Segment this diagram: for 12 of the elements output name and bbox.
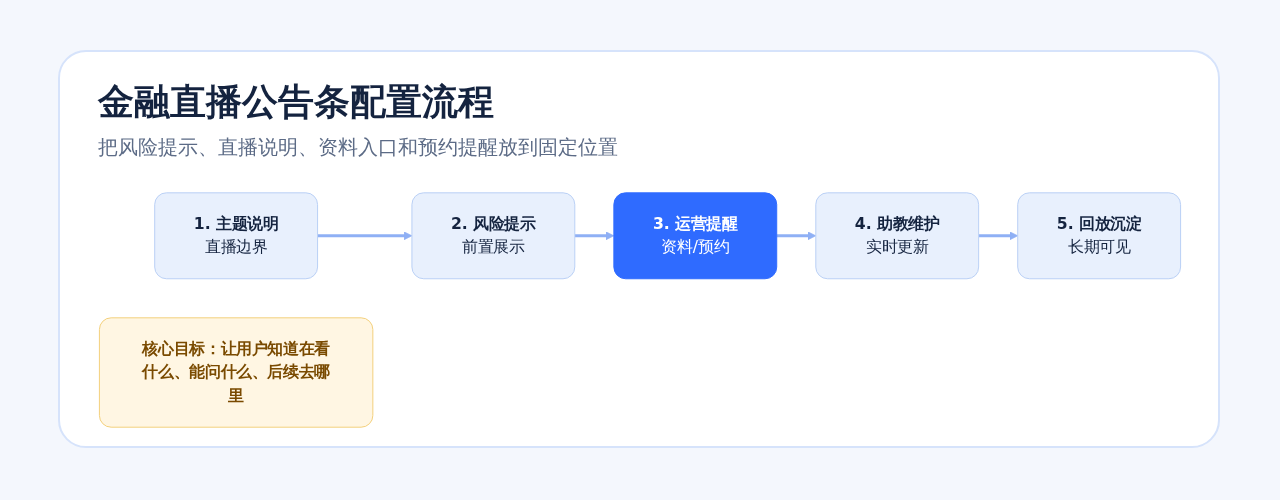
node-box: 1. 主题说明 直播边界 [154,192,319,280]
arrow [978,231,1019,241]
arrow [317,231,413,241]
node-box: 3. 运营提醒 资料/预约 [613,192,778,280]
subtitle: 把风险提示、直播说明、资料入口和预约提醒放到固定位置 [98,134,618,161]
node-box: 4. 助教维护 实时更新 [815,192,980,280]
title: 金融直播公告条配置流程 [98,80,494,124]
arrow [574,231,615,241]
arrow [776,231,817,241]
node-box: 5. 回放沉淀 长期可见 [1017,192,1182,280]
node-box: 核心目标：让用户知道在看什么、能问什么、后续去哪里 [98,317,374,428]
node-box: 2. 风险提示 前置展示 [411,192,576,280]
